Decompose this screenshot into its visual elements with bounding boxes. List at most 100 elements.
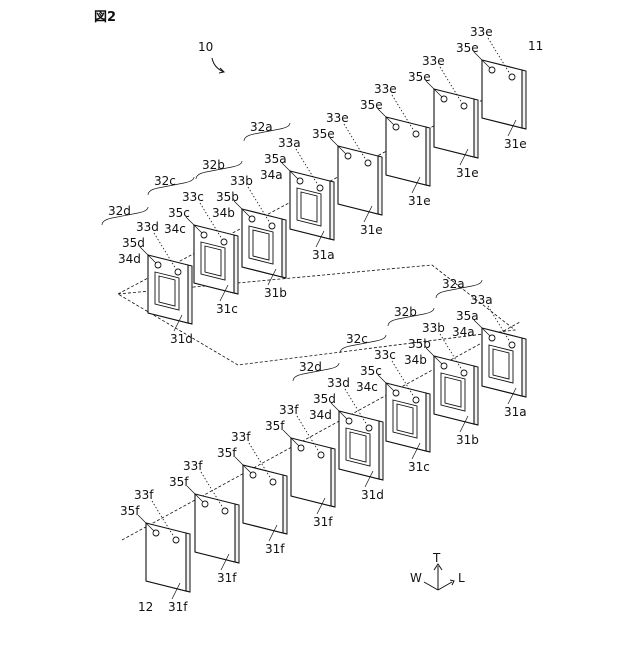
coil-label: 34c xyxy=(356,380,378,394)
plate-edge xyxy=(188,265,192,324)
body-label: 31f xyxy=(217,571,237,585)
via-hole xyxy=(509,74,515,80)
body-label: 31c xyxy=(216,302,238,316)
plate-edge xyxy=(330,181,334,240)
via-hole xyxy=(221,239,227,245)
axis-left-line xyxy=(424,582,438,590)
body-label: 31a xyxy=(312,248,335,262)
body-label: 31c xyxy=(408,460,430,474)
via-label: 33e xyxy=(374,82,397,96)
via-hole xyxy=(173,537,179,543)
group-label: 32c xyxy=(346,332,368,346)
via-label: 33f xyxy=(134,488,154,502)
plate-edge xyxy=(426,127,430,186)
assembly-label: 10 xyxy=(198,40,213,54)
plate-edge xyxy=(282,219,286,278)
group-label: 32b xyxy=(202,158,225,172)
body-label: 31e xyxy=(456,166,479,180)
via-hole xyxy=(461,370,467,376)
plate-edge xyxy=(474,366,478,425)
via-hole xyxy=(317,185,323,191)
component-label: 12 xyxy=(138,600,153,614)
via-label: 33f xyxy=(231,430,251,444)
via-hole xyxy=(269,223,275,229)
via-label: 33e xyxy=(422,54,445,68)
via-label: 33c xyxy=(374,348,396,362)
body-label: 31e xyxy=(504,137,527,151)
via-label: 33b xyxy=(422,321,445,335)
plate-edge xyxy=(186,533,190,592)
plate-edge xyxy=(234,235,238,294)
group-label: 32d xyxy=(108,204,131,218)
pad-label: 35b xyxy=(216,190,239,204)
group-label: 32a xyxy=(250,120,273,134)
plate-face xyxy=(386,383,426,451)
pad-label: 35d xyxy=(122,236,145,250)
body-label: 31b xyxy=(456,433,479,447)
plate-edge xyxy=(426,393,430,452)
coil-label: 34d xyxy=(309,408,332,422)
coil-label: 34a xyxy=(452,325,475,339)
group-label: 32d xyxy=(299,360,322,374)
via-label: 33b xyxy=(230,174,253,188)
plate-face xyxy=(291,438,331,506)
plate-face xyxy=(148,255,188,323)
via-hole xyxy=(365,160,371,166)
via-label: 33a xyxy=(278,136,301,150)
group-label: 32c xyxy=(154,174,176,188)
group-label: 32b xyxy=(394,305,417,319)
via-hole xyxy=(318,452,324,458)
plate-face xyxy=(242,209,282,277)
plate-layer: 31f 35f 33f 12 xyxy=(120,488,190,614)
via-hole xyxy=(413,131,419,137)
axis-right-line xyxy=(438,582,452,590)
coil-label: 34d xyxy=(118,252,141,266)
plate-face xyxy=(146,523,186,591)
plate-edge xyxy=(235,504,239,563)
component-label: 11 xyxy=(528,39,543,53)
axis-right-label: L xyxy=(458,571,465,585)
pad-label: 35f xyxy=(265,419,285,433)
pad-label: 35f xyxy=(169,475,189,489)
axis-up-label: T xyxy=(432,551,441,565)
via-hole xyxy=(222,508,228,514)
figure-title: 図2 xyxy=(94,10,116,25)
via-label: 33e xyxy=(326,111,349,125)
body-label: 31d xyxy=(170,332,193,346)
body-label: 31e xyxy=(360,223,383,237)
coil-label: 34a xyxy=(260,168,283,182)
plate-face xyxy=(243,465,283,533)
group-label: 32a xyxy=(442,277,465,291)
via-label: 33d xyxy=(327,376,350,390)
axis-left-label: W xyxy=(410,571,422,585)
via-hole xyxy=(509,342,515,348)
via-hole xyxy=(461,103,467,109)
plate-edge xyxy=(378,156,382,215)
coil-label: 34b xyxy=(404,353,427,367)
plate-face xyxy=(482,328,522,396)
pad-label: 35f xyxy=(120,504,140,518)
via-label: 33f xyxy=(279,403,299,417)
via-label: 33c xyxy=(182,190,204,204)
plate-edge xyxy=(522,338,526,397)
body-label: 31f xyxy=(313,515,333,529)
plate-face xyxy=(482,60,522,128)
pad-label: 35b xyxy=(408,337,431,351)
via-hole xyxy=(270,479,276,485)
plate-face xyxy=(338,146,378,214)
plate-face xyxy=(194,225,234,293)
plate-face xyxy=(290,171,330,239)
coil-label: 34c xyxy=(164,222,186,236)
pad-label: 35f xyxy=(217,446,237,460)
body-label: 31e xyxy=(408,194,431,208)
body-label: 31f xyxy=(168,600,188,614)
coil-label: 34b xyxy=(212,206,235,220)
via-label: 33d xyxy=(136,220,159,234)
body-label: 31b xyxy=(264,286,287,300)
direction-indicator: T W L xyxy=(410,551,465,590)
plate-face xyxy=(339,411,379,479)
plate-face xyxy=(386,117,426,185)
via-label: 33a xyxy=(470,293,493,307)
